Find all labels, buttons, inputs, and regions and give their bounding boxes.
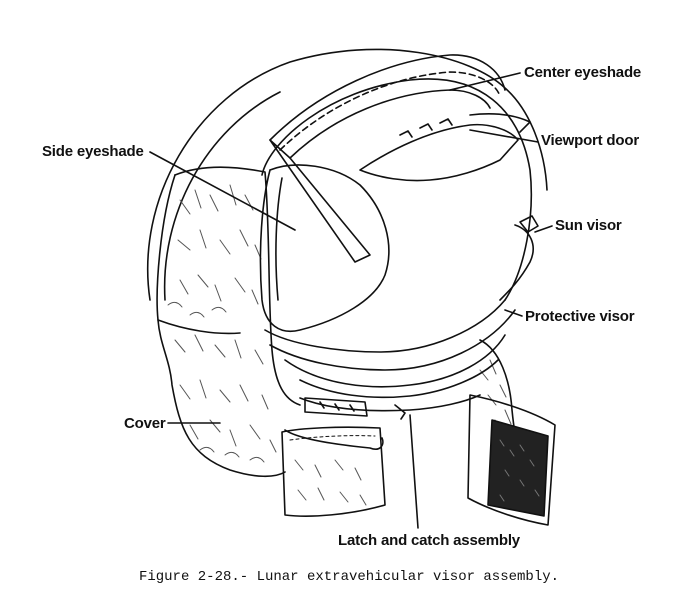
protective-visor-rim xyxy=(264,299,506,353)
leader-side-eyeshade xyxy=(149,151,296,231)
sun-visor-bracket xyxy=(519,215,539,233)
figure-caption: Figure 2-28.- Lunar extravehicular visor… xyxy=(138,569,560,585)
center-eyeshade-left-strap xyxy=(269,139,371,263)
neck-ring-hardware xyxy=(299,394,481,412)
label-viewport-door: Viewport door xyxy=(541,132,639,149)
label-center-eyeshade: Center eyeshade xyxy=(524,64,642,81)
visor-ring-band xyxy=(284,334,506,388)
left-flap-stitch xyxy=(289,435,376,441)
latch-detail xyxy=(319,401,406,420)
viewport-door-hinge xyxy=(399,118,453,138)
cover-side-left xyxy=(156,174,286,478)
label-cover: Cover xyxy=(124,415,166,432)
label-sun-visor: Sun visor xyxy=(555,217,622,234)
viewport-door-lid xyxy=(469,113,531,133)
center-eyeshade-dashed xyxy=(279,71,501,151)
left-flap-texture xyxy=(294,459,367,506)
leader-viewport-door xyxy=(469,129,539,143)
side-eyeshade-panel xyxy=(259,164,390,332)
velcro-texture xyxy=(499,439,540,502)
cover-shell-inner-edge xyxy=(163,91,281,301)
velcro-pad xyxy=(487,419,549,517)
visor-ring-band-2 xyxy=(299,359,499,399)
right-flap xyxy=(467,394,556,526)
label-latch-and-catch-assembly: Latch and catch assembly xyxy=(338,532,520,549)
leader-center-eyeshade xyxy=(449,72,521,91)
viewport-door xyxy=(359,123,519,182)
center-eyeshade-inner xyxy=(289,89,491,159)
leader-latch xyxy=(409,414,419,529)
leader-protective-visor xyxy=(504,309,523,317)
center-eyeshade-outer xyxy=(269,54,506,141)
leader-sun-visor xyxy=(534,225,553,233)
fur-texture-left xyxy=(167,184,277,463)
side-eyeshade-inner xyxy=(275,177,283,301)
cover-shell xyxy=(146,48,548,301)
cover-side-left-back xyxy=(157,319,241,335)
label-protective-visor: Protective visor xyxy=(525,308,635,325)
label-side-eyeshade: Side eyeshade xyxy=(42,143,144,160)
cover-side-left-inner xyxy=(174,166,301,406)
latch-body xyxy=(304,397,368,417)
protective-visor-rim-2 xyxy=(269,309,516,371)
left-flap-strap xyxy=(284,429,384,450)
left-flap xyxy=(281,426,386,517)
sun-visor-edge xyxy=(499,224,534,301)
